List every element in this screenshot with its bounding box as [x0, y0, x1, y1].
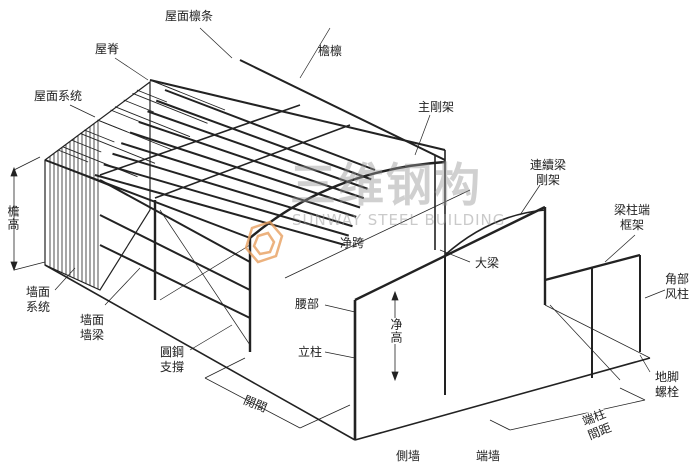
label-line-2: 风柱	[665, 287, 690, 301]
roof-purlin	[164, 89, 376, 171]
roof-sheet-rib	[57, 149, 89, 163]
roof-sheet-rib	[149, 79, 226, 111]
roof-sheet-rib	[136, 89, 168, 103]
roof-purlin	[103, 163, 350, 237]
label-clear-height: 净高	[388, 318, 403, 344]
label-end-frame: 梁柱端框架	[614, 203, 650, 233]
label-wall-system: 墙面系统	[26, 285, 50, 315]
roof-sheet-rib	[71, 139, 102, 153]
label-roof-purlin: 屋面檩条	[165, 9, 214, 23]
watermark-en: SUNWAY STEEL BUILDING	[292, 211, 506, 229]
dimension-lines	[10, 156, 646, 431]
label-line-2: 螺栓	[655, 385, 680, 399]
label-haunch: 腰部	[295, 297, 320, 311]
label-line-2: 支撐	[160, 360, 185, 374]
label-line-2: 系统	[26, 300, 51, 314]
roof-purlin	[138, 120, 365, 200]
label-end-wall: 端墙	[476, 449, 501, 463]
ridge-line	[149, 79, 446, 151]
label-eave-purlin: 檐檩	[318, 44, 343, 58]
label-clear-span: 净跨	[340, 236, 365, 250]
leader-lines	[54, 27, 666, 381]
label-line-1: 角部	[665, 272, 690, 286]
label-line-2: 剛架	[536, 173, 561, 187]
roof-sheet-rib	[110, 109, 141, 123]
roof-purlin	[155, 99, 372, 181]
roof-purlin	[129, 131, 361, 209]
label-column: 立柱	[298, 345, 323, 359]
label-line-2: 框架	[620, 218, 645, 232]
label-line-1: 墙面	[26, 285, 51, 299]
roof-sheet-rib	[79, 132, 156, 164]
label-roof-system: 屋面系统	[34, 89, 83, 103]
label-rafter: 大梁	[475, 256, 500, 270]
label-eave-height: 檐高	[6, 205, 20, 231]
roof-purlin	[120, 142, 357, 218]
ground-lines	[44, 264, 651, 441]
label-line-1: 連續梁	[530, 158, 567, 172]
label-anchor-bolt: 地脚螺栓	[655, 370, 679, 400]
end-frame	[353, 205, 641, 440]
watermark-logo-icon	[244, 220, 284, 264]
roof-sheet-rib	[62, 146, 138, 178]
label-side-wall: 側墙	[396, 449, 421, 463]
label-ridge: 屋脊	[95, 42, 120, 56]
roof-sheet-rib	[123, 99, 154, 113]
roof-purlin	[94, 174, 346, 246]
roof-purlin	[147, 110, 368, 190]
roof-purlin	[112, 152, 353, 228]
back-eave-line	[239, 59, 446, 161]
label-line-1: 墙面	[80, 313, 105, 327]
label-wall-girt: 墙面墙梁	[80, 313, 104, 343]
label-line-1: 圓鋼	[160, 345, 185, 359]
label-line-1: 梁柱端	[614, 203, 651, 217]
label-continuous-beam-frame: 連續梁剛架	[530, 158, 566, 188]
label-corner-wind-column: 角部风柱	[665, 272, 689, 302]
roof-sheet-rib	[114, 106, 191, 138]
side-wall-frame	[99, 179, 252, 352]
label-line-1: 地脚	[655, 370, 680, 384]
roof-sheet-rib	[132, 92, 208, 124]
label-main-frame: 主剛架	[418, 100, 455, 114]
roof-purlins	[94, 89, 376, 246]
roof-sheet-rib	[84, 129, 115, 143]
watermark-cn: 三维钢构	[290, 158, 482, 212]
front-eave-line	[44, 159, 251, 239]
gable-wall-cladding	[44, 80, 151, 291]
label-rod-bracing: 圓鋼支撐	[160, 345, 184, 375]
label-line-2: 墙梁	[80, 328, 105, 342]
